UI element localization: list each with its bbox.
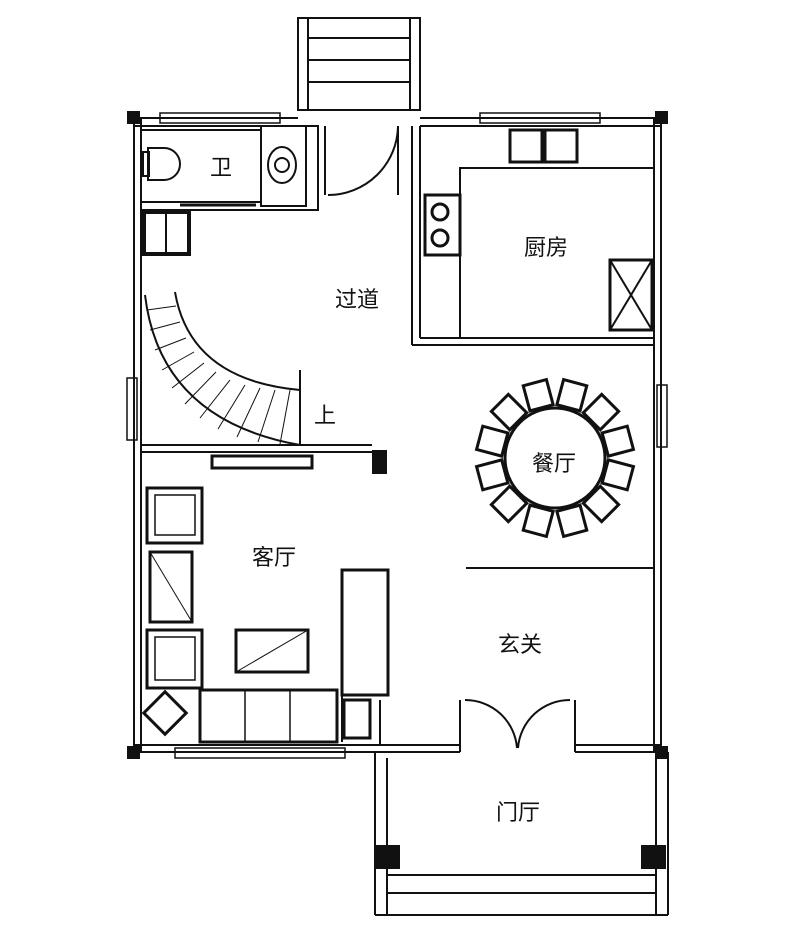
- dining-table: [474, 377, 636, 539]
- dining-chair: [489, 484, 529, 524]
- dining-chair: [600, 458, 636, 492]
- windows: [126, 112, 668, 759]
- room-label-corridor: 过道: [335, 288, 380, 313]
- kitchen: [411, 126, 654, 346]
- dining-chair: [474, 458, 510, 492]
- columns: [127, 111, 668, 869]
- dining-chair: [521, 503, 555, 539]
- room-label-foyer: 玄关: [498, 633, 543, 658]
- front-door[interactable]: [459, 698, 576, 752]
- room-label-dining: 餐厅: [532, 452, 577, 477]
- room-label-porch: 门厅: [496, 801, 541, 826]
- dining-chair: [555, 503, 589, 539]
- dining-chair: [581, 484, 621, 524]
- stairs-up-label: 上: [314, 404, 337, 429]
- outer-walls: [133, 117, 662, 753]
- room-label-bathroom: 卫: [210, 156, 233, 181]
- dining-chair: [474, 424, 510, 458]
- back-steps: [297, 17, 421, 111]
- back-door: [317, 125, 399, 210]
- dining-chair: [521, 377, 555, 413]
- room-label-living: 客厅: [252, 546, 297, 571]
- dining-chair: [489, 392, 529, 432]
- dining-chair: [581, 392, 621, 432]
- staircase[interactable]: [141, 291, 372, 453]
- dining-chair: [555, 377, 589, 413]
- porch: [374, 752, 669, 916]
- bathroom: [140, 125, 319, 256]
- living-furniture: [141, 486, 390, 745]
- room-label-kitchen: 厨房: [524, 236, 569, 261]
- tv-cabinet: [210, 454, 314, 470]
- dining-chair: [600, 424, 636, 458]
